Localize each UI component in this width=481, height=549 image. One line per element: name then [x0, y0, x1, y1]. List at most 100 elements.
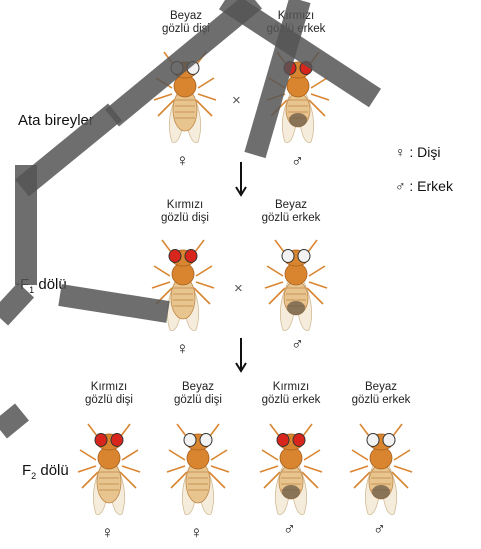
fly-leg [262, 450, 278, 460]
fly-eye [277, 434, 289, 447]
fly-eye [111, 434, 123, 447]
fly-leg [154, 94, 172, 100]
fly-leg [211, 450, 227, 460]
label-line1: Beyaz [153, 381, 243, 394]
fly-leg [350, 466, 368, 472]
generation-word: dölü [36, 462, 69, 479]
fly-leg [265, 282, 283, 288]
f-letter: F [20, 276, 29, 293]
f2-red-female-fly [74, 420, 144, 520]
cross-symbol: × [234, 280, 243, 297]
fly-eye [293, 434, 305, 447]
label-line1: Kırmızı [140, 199, 230, 212]
legend-female: ♀ : Dişi [395, 144, 441, 160]
label-line1: Beyaz [336, 381, 426, 394]
label-line2: gözlü erkek [246, 212, 336, 225]
label-line2: gözlü erkek [336, 394, 426, 407]
fly-leg [80, 450, 96, 460]
label-line2: gözlü dişi [64, 394, 154, 407]
fly-eye [284, 62, 296, 75]
fly-leg [260, 466, 278, 472]
f1-male-fly [261, 236, 331, 336]
fly-abdomen-tip [282, 485, 300, 499]
label-line1: Kırmızı [64, 381, 154, 394]
parents-generation-label: Ata bireyler [18, 112, 94, 129]
fly-eye [282, 250, 294, 263]
label-line2: gözlü erkek [251, 23, 341, 36]
parent-male-fly [263, 48, 333, 148]
fly-leg [196, 282, 214, 288]
fly-leg [196, 266, 212, 276]
fly-leg [304, 450, 320, 460]
male-symbol: ♂ [283, 520, 296, 537]
legend-male: ♂ : Erkek [395, 178, 453, 194]
f2-red-male-label: Kırmızı gözlü erkek [246, 381, 336, 407]
fly-eye [187, 62, 199, 75]
fly-abdomen-tip [372, 485, 390, 499]
fly-leg [78, 466, 96, 472]
fly-leg [309, 266, 325, 276]
female-symbol: ♀ [101, 524, 114, 541]
female-symbol: ♀ [176, 340, 189, 357]
fly-eye [185, 250, 197, 263]
fly-abdomen-tip [287, 301, 305, 315]
label-line2: gözlü erkek [246, 394, 336, 407]
male-symbol: ♂ [291, 335, 304, 352]
legend-female-text: : Dişi [409, 144, 440, 160]
parent-female-label: Beyaz gözlü dişi [141, 10, 231, 36]
fly-leg [122, 450, 138, 460]
watermark-stroke [0, 412, 22, 430]
fly-eye [200, 434, 212, 447]
fly-eye [367, 434, 379, 447]
female-symbol: ♀ [176, 152, 189, 169]
label-line1: Kırmızı [246, 381, 336, 394]
male-symbol: ♂ [395, 178, 406, 194]
fly-eye [169, 250, 181, 263]
fly-leg [394, 466, 412, 472]
label-line1: Beyaz [141, 10, 231, 23]
f2-generation-label: F2 dölü [22, 462, 69, 481]
male-symbol: ♂ [291, 152, 304, 169]
label-line1: Kırmızı [251, 10, 341, 23]
female-symbol: ♀ [395, 144, 406, 160]
f1-generation-label: F1 dölü [20, 276, 67, 295]
fly-eye [300, 62, 312, 75]
fly-leg [211, 466, 229, 472]
legend-male-text: : Erkek [409, 178, 453, 194]
fly-leg [122, 466, 140, 472]
female-symbol: ♀ [190, 524, 203, 541]
label-line2: gözlü dişi [141, 23, 231, 36]
fly-leg [311, 78, 327, 88]
fly-eye [383, 434, 395, 447]
fly-leg [156, 78, 172, 88]
label-line2: gözlü dişi [153, 394, 243, 407]
parent-female-fly [150, 48, 220, 148]
fly-leg [198, 94, 216, 100]
fly-eye [184, 434, 196, 447]
f2-red-female-label: Kırmızı gözlü dişi [64, 381, 154, 407]
f1-female-fly [148, 236, 218, 336]
fly-leg [198, 78, 214, 88]
down-arrow-icon [234, 336, 248, 374]
fly-leg [167, 466, 185, 472]
fly-leg [311, 94, 329, 100]
fly-leg [169, 450, 185, 460]
f2-white-female-fly [163, 420, 233, 520]
label-line1: Beyaz [246, 199, 336, 212]
male-symbol: ♂ [373, 520, 386, 537]
f2-white-male-fly [346, 420, 416, 520]
f1-male-label: Beyaz gözlü erkek [246, 199, 336, 225]
fly-abdomen-tip [289, 113, 307, 127]
f-letter: F [22, 462, 31, 479]
fly-leg [309, 282, 327, 288]
label-line2: gözlü dişi [140, 212, 230, 225]
fly-leg [352, 450, 368, 460]
parent-male-label: Kırmızı gözlü erkek [251, 10, 341, 36]
fly-eye [298, 250, 310, 263]
fly-eye [171, 62, 183, 75]
fly-leg [304, 466, 322, 472]
f2-white-male-label: Beyaz gözlü erkek [336, 381, 426, 407]
fly-leg [267, 266, 283, 276]
f1-female-label: Kırmızı gözlü dişi [140, 199, 230, 225]
fly-leg [152, 282, 170, 288]
